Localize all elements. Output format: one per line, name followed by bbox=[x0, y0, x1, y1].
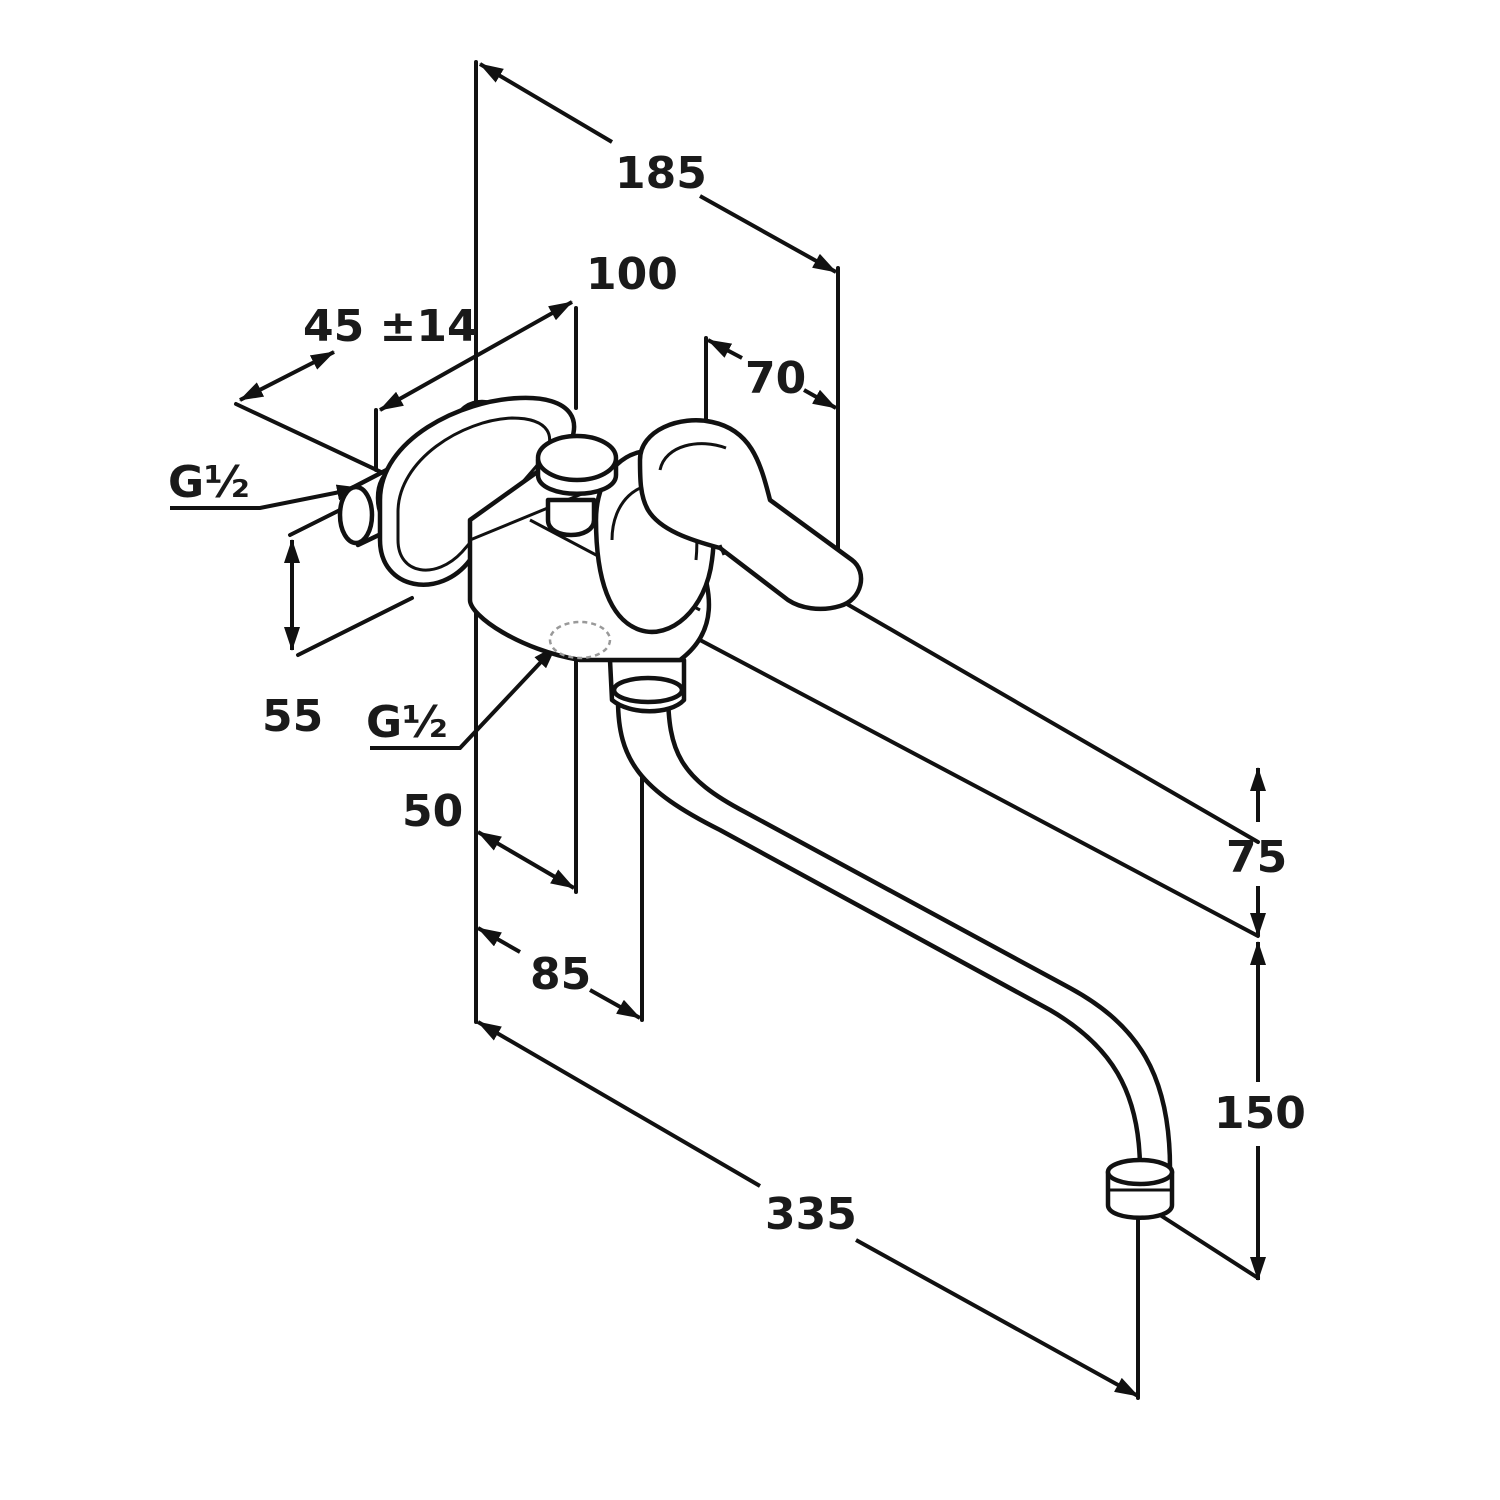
dim-150-label: 150 bbox=[1214, 1088, 1306, 1139]
dim-50-label: 50 bbox=[402, 786, 463, 837]
thread-bottom-label: G½ bbox=[366, 697, 448, 748]
lever-handle bbox=[637, 418, 864, 612]
spout-aerator bbox=[1105, 1157, 1175, 1220]
dim-85-label: 85 bbox=[530, 949, 591, 1000]
dim-70-label: 70 bbox=[745, 353, 806, 404]
diverter-knob bbox=[535, 433, 619, 538]
dim-100-label: 100 bbox=[586, 249, 678, 300]
faucet-body bbox=[337, 395, 1175, 1220]
extension-lines bbox=[234, 60, 1260, 1400]
dim-55-label: 55 bbox=[262, 691, 323, 742]
dimension-lines bbox=[170, 62, 1266, 1398]
dim-75-label: 75 bbox=[1226, 832, 1287, 883]
dim-45-label: 45 ±14 bbox=[303, 301, 478, 352]
thread-left-label: G½ bbox=[168, 457, 250, 508]
dim-335-label: 335 bbox=[765, 1189, 857, 1240]
dim-185-label: 185 bbox=[615, 148, 707, 199]
dimension-labels: 185 100 45 ±14 70 G½ 55 G½ 50 85 75 150 … bbox=[168, 148, 1306, 1240]
